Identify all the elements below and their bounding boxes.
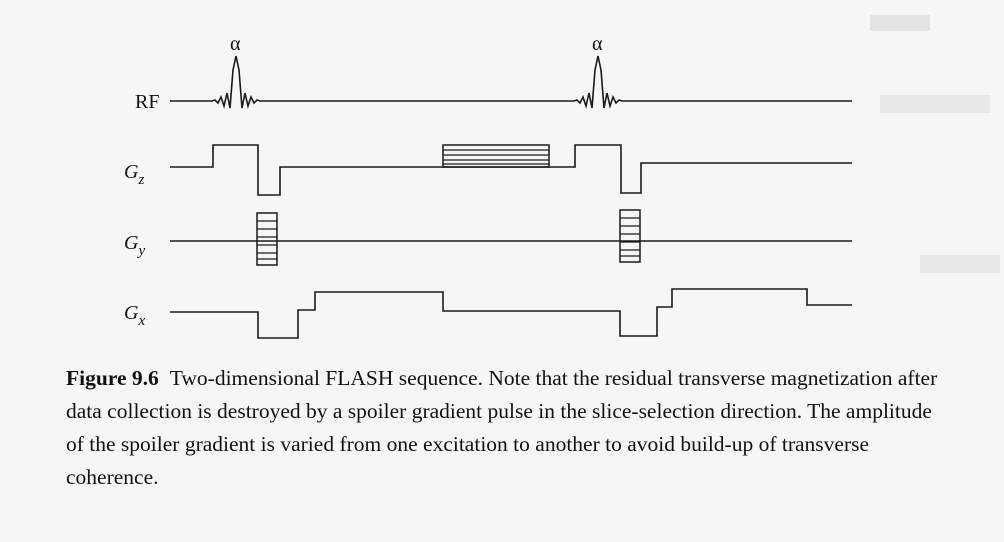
figure-number: Figure 9.6 xyxy=(66,366,159,390)
rf-waveform xyxy=(170,55,852,109)
gy-phase-encode-table-1 xyxy=(256,212,278,266)
gx-label: Gx xyxy=(124,302,145,329)
gz-label: Gz xyxy=(124,161,144,188)
alpha-label-2: α xyxy=(592,33,603,55)
caption-text: Two-dimensional FLASH sequence. Note tha… xyxy=(66,366,938,489)
bleed-through-text xyxy=(870,15,1000,273)
gx-waveform xyxy=(170,288,852,339)
figure-caption: Figure 9.6 Two-dimensional FLASH sequenc… xyxy=(66,362,946,494)
gy-phase-encode-table-2 xyxy=(619,209,641,263)
gz-waveform xyxy=(170,144,852,196)
alpha-label-1: α xyxy=(230,33,241,55)
rf-label: RF xyxy=(135,91,159,113)
gz-spoiler-table xyxy=(442,144,550,168)
gy-label: Gy xyxy=(124,232,145,259)
flash-sequence-diagram: RF Gz Gy Gx α α xyxy=(124,15,1000,339)
